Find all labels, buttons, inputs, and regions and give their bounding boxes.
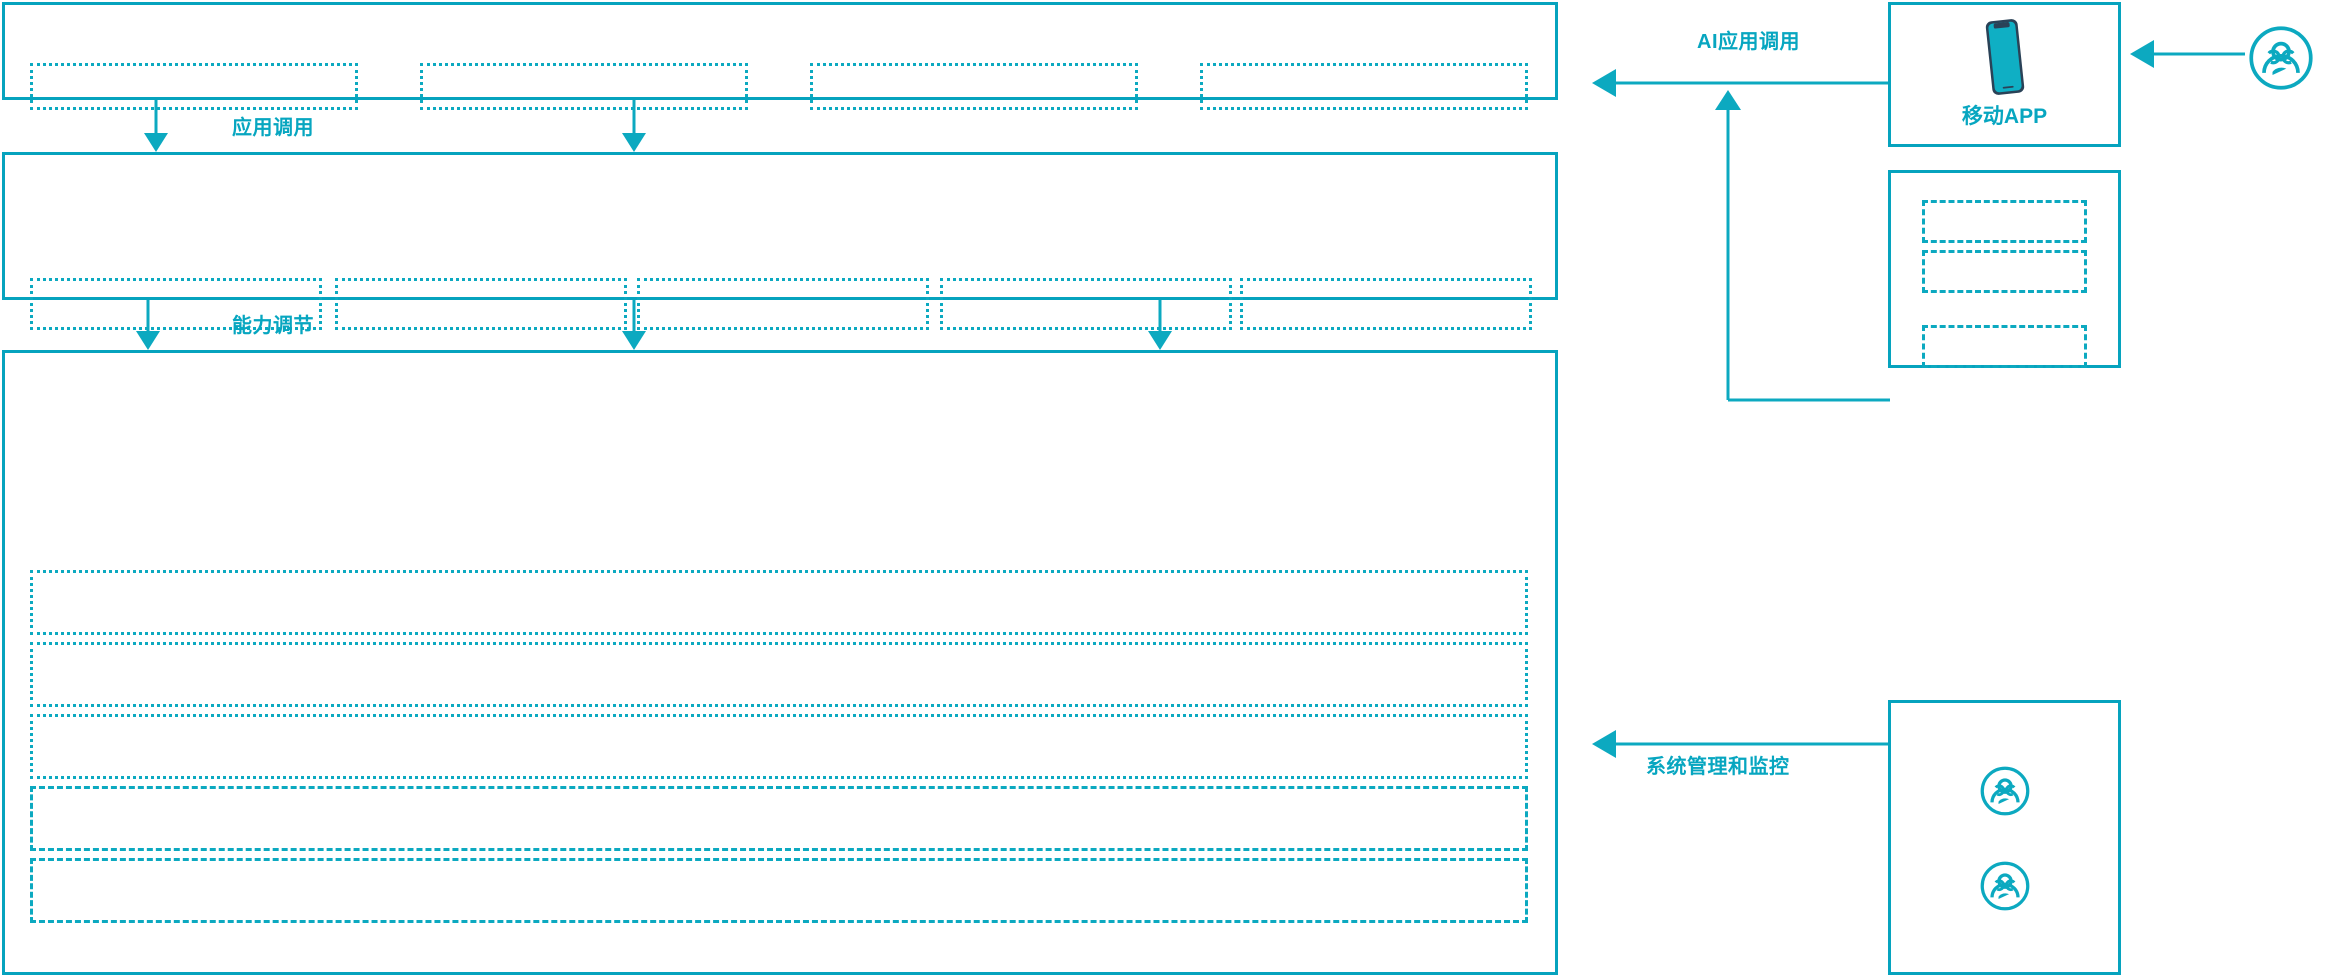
users-group-icon [2249, 26, 2313, 90]
users-group-icon [1980, 766, 2029, 816]
capability-layer-panel [2, 152, 1558, 300]
application-layer-box[interactable] [420, 63, 748, 110]
users-group-icon-holder[interactable] [1891, 858, 2118, 914]
system-admin-monitor-label: 系统管理和监控 [1646, 756, 1790, 778]
mobile-app-card-title: 移动APP [1961, 105, 2048, 128]
ai-application-call-label: AI应用调用 [1697, 31, 1800, 53]
mobile-app-card[interactable]: 移动APP [1888, 2, 2121, 147]
infrastructure-layer-panel [2, 350, 1558, 975]
list-card-item[interactable] [1922, 325, 2087, 368]
external-user-icon-holder[interactable] [2245, 22, 2317, 94]
infrastructure-row[interactable] [30, 570, 1528, 635]
ai-application-call-arrow [1592, 69, 1890, 402]
capability-box[interactable] [30, 278, 322, 330]
capability-box[interactable] [940, 278, 1232, 330]
infrastructure-row[interactable] [30, 714, 1528, 779]
list-card-item[interactable] [1922, 250, 2087, 293]
infrastructure-row[interactable] [30, 642, 1528, 707]
application-layer-box[interactable] [1200, 63, 1528, 110]
application-call-label: 应用调用 [232, 117, 314, 139]
capability-box[interactable] [1240, 278, 1532, 330]
users-card [1888, 700, 2121, 975]
user-to-app-arrow [2130, 40, 2245, 68]
application-layer-box[interactable] [30, 63, 358, 110]
application-layer-box[interactable] [810, 63, 1138, 110]
application-layer-panel [2, 2, 1558, 100]
capability-adjust-label: 能力调节 [232, 315, 314, 337]
mobile-phone-icon [1985, 19, 2024, 95]
users-group-icon-holder[interactable] [1891, 763, 2118, 819]
users-group-icon [1980, 861, 2029, 911]
list-card-item[interactable] [1922, 200, 2087, 243]
infrastructure-row[interactable] [30, 786, 1528, 851]
mobile-phone-icon-holder [1891, 19, 2118, 95]
capability-box[interactable] [637, 278, 929, 330]
infrastructure-row[interactable] [30, 858, 1528, 923]
capability-box[interactable] [335, 278, 627, 330]
